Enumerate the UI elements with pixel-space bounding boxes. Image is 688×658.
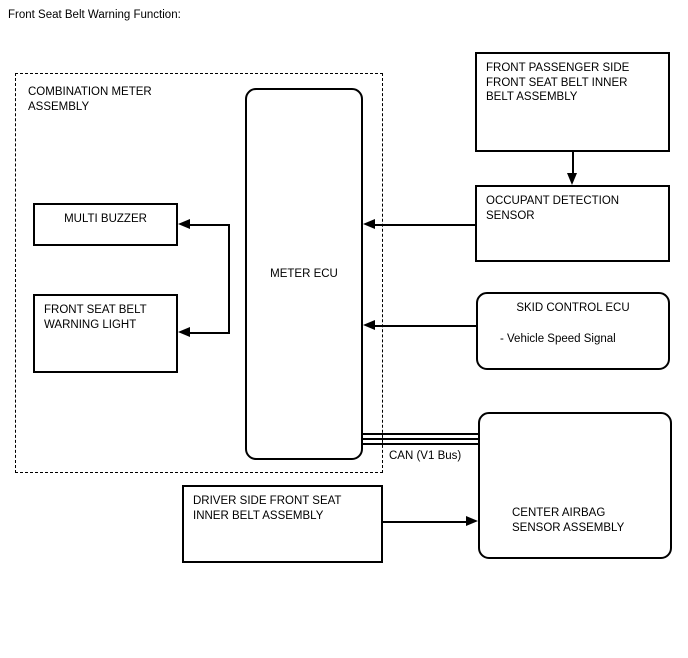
multi-buzzer-box[interactable]: MULTI BUZZER — [33, 203, 178, 246]
combination-meter-assembly-label: COMBINATION METER ASSEMBLY — [28, 86, 152, 113]
connector-driver-side-to-center-airbag — [383, 521, 466, 523]
can-bus-line-3 — [361, 443, 480, 445]
can-bus-line-2 — [361, 438, 480, 440]
skid-control-ecu-box[interactable]: SKID CONTROL ECU - Vehicle Speed Signal — [476, 292, 670, 370]
front-seat-belt-warning-light-box[interactable]: FRONT SEAT BELT WARNING LIGHT — [33, 294, 178, 373]
arrowhead-right-center-airbag — [466, 515, 478, 526]
can-bus-label: CAN (V1 Bus) — [389, 450, 462, 462]
multi-buzzer-label: MULTI BUZZER — [64, 213, 147, 225]
connector-occupant-sensor-to-meter-ecu — [375, 224, 475, 226]
connector-meter-ecu-to-multi-buzzer — [190, 224, 230, 226]
arrowhead-left-meter-ecu-skid — [363, 319, 375, 330]
driver-side-inner-belt-label: DRIVER SIDE FRONT SEAT INNER BELT ASSEMB… — [193, 495, 342, 522]
front-passenger-inner-belt-box[interactable]: FRONT PASSENGER SIDE FRONT SEAT BELT INN… — [475, 52, 670, 152]
front-passenger-inner-belt-label: FRONT PASSENGER SIDE FRONT SEAT BELT INN… — [486, 62, 630, 103]
can-bus-line-1 — [361, 433, 480, 435]
skid-control-ecu-signal-label: - Vehicle Speed Signal — [500, 333, 616, 345]
driver-side-inner-belt-box[interactable]: DRIVER SIDE FRONT SEAT INNER BELT ASSEMB… — [182, 485, 383, 563]
connector-skid-ecu-to-meter-ecu — [375, 325, 476, 327]
center-airbag-sensor-assembly-box[interactable]: CENTER AIRBAG SENSOR ASSEMBLY — [478, 412, 672, 559]
arrowhead-left-meter-ecu-occupant — [363, 218, 375, 229]
arrowhead-left-multi-buzzer — [178, 218, 190, 229]
arrowhead-left-warning-light — [178, 326, 190, 337]
combination-meter-assembly-group — [15, 73, 383, 473]
occupant-detection-sensor-box[interactable]: OCCUPANT DETECTION SENSOR — [475, 185, 670, 262]
occupant-detection-sensor-label: OCCUPANT DETECTION SENSOR — [486, 195, 620, 222]
meter-ecu-label: METER ECU — [270, 267, 338, 280]
connector-meter-ecu-output-bus — [228, 224, 230, 332]
connector-passenger-to-occupant-sensor — [572, 152, 574, 174]
front-seat-belt-warning-light-label: FRONT SEAT BELT WARNING LIGHT — [44, 304, 147, 331]
skid-control-ecu-label: SKID CONTROL ECU — [516, 302, 630, 314]
center-airbag-sensor-assembly-label: CENTER AIRBAG SENSOR ASSEMBLY — [512, 507, 625, 534]
meter-ecu-box[interactable]: METER ECU — [245, 88, 363, 460]
arrowhead-down-occupant-sensor — [567, 173, 577, 185]
page-title: Front Seat Belt Warning Function: — [8, 9, 181, 21]
connector-meter-ecu-to-warning-light — [190, 332, 230, 334]
